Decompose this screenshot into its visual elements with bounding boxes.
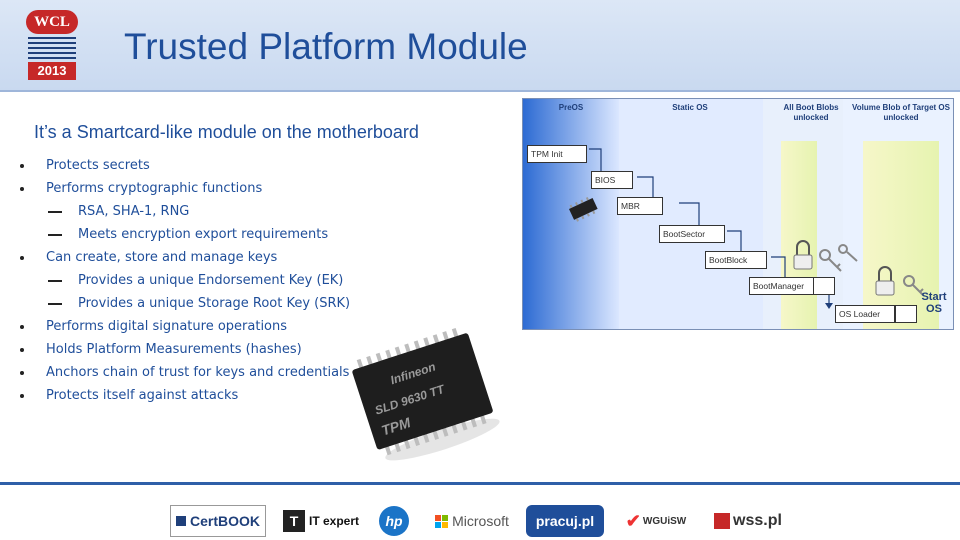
boot-step-box: OS Loader [835,305,895,323]
boot-step-box: BootSector [659,225,725,243]
wguisw-icon: ✔ [625,510,641,531]
sponsor-name: wss.pl [733,512,782,529]
header-band: WCL 2013 Trusted Platform Module [0,0,960,92]
key-icon [838,244,858,262]
sub-bullet-item: Provides a unique Storage Root Key (SRK) [47,296,351,311]
padlock-icon [875,266,895,296]
phase-label: Static OS [672,103,708,112]
slide-title: Trusted Platform Module [124,26,528,67]
phase-label: PreOS [558,103,584,112]
phase-label: All Boot Blobs unlocked [783,103,839,122]
boot-step-box: TPM Init [527,145,587,163]
bullet-item: Performs digital signature operations [19,319,288,334]
sponsor-logo-hp: hp [376,505,412,537]
sponsor-logo-certbook: CertBOOK [170,505,266,537]
phase-label: Volume Blob of Target OS unlocked [852,103,950,122]
sub-bullet-item: RSA, SHA-1, RNG [47,204,190,219]
logo-wcl-text: WCL [26,10,78,34]
logo-year: 2013 [28,62,76,80]
sponsor-name: Microsoft [452,513,509,529]
boot-step-box-empty [813,277,835,295]
sponsor-logo-pracuj: pracuj.pl [526,505,604,537]
bullet-item: Protects itself against attacks [19,388,239,403]
sponsor-name: hp [379,506,409,536]
sponsor-name: WGUiSW [642,515,687,527]
sub-bullet-item: Provides a unique Endorsement Key (EK) [47,273,344,288]
start-os-label: Start OS [921,291,947,315]
key-icon [903,275,924,296]
wcl-logo: WCL 2013 [14,10,90,80]
sponsor-logo-wss: wss.pl [706,505,790,537]
sponsor-logo-wguisw: ✔ WGUiSW [618,505,694,537]
logo-stripes [28,37,76,59]
microsoft-icon [435,514,449,528]
sponsor-logo-itexpert: T IT expert [278,505,364,537]
bullet-item: Protects secrets [20,158,150,173]
boot-step-box: BIOS [591,171,633,189]
key-icon [819,249,842,272]
chip-svg: Infineon SLD 9630 TT TPM [352,328,500,461]
itexpert-icon: T [282,510,305,532]
boot-chain-diagram: PreOS Static OS All Boot Blobs unlocked … [522,98,954,330]
sponsor-name: IT expert [308,514,359,528]
boot-step-box-empty [895,305,917,323]
padlock-icon [793,240,813,270]
slide-subtitle: It’s a Smartcard-like module on the moth… [34,122,419,142]
bullet-item: Anchors chain of trust for keys and cred… [19,365,350,380]
diagram-background [523,99,953,329]
sponsor-logo-microsoft: Microsoft [432,505,512,537]
bullet-item: Holds Platform Measurements (hashes) [20,342,302,357]
chip-mini-icon [569,196,598,222]
boot-step-box: BootManager [749,277,817,295]
wss-icon [714,513,731,529]
bullet-item: Performs cryptographic functions [19,181,263,196]
sponsor-name: pracuj.pl [535,513,595,529]
certbook-icon [175,516,186,526]
boot-step-box: BootBlock [705,251,767,269]
boot-step-box: MBR [617,197,663,215]
tpm-chip-image: Infineon SLD 9630 TT TPM [352,322,502,462]
bullet-item: Can create, store and manage keys [19,250,278,265]
sponsor-footer: CertBOOK T IT expert hp Microsoft pracuj… [0,482,960,540]
sponsor-name: CertBOOK [189,513,260,529]
sub-bullet-item: Meets encryption export requirements [47,227,329,242]
